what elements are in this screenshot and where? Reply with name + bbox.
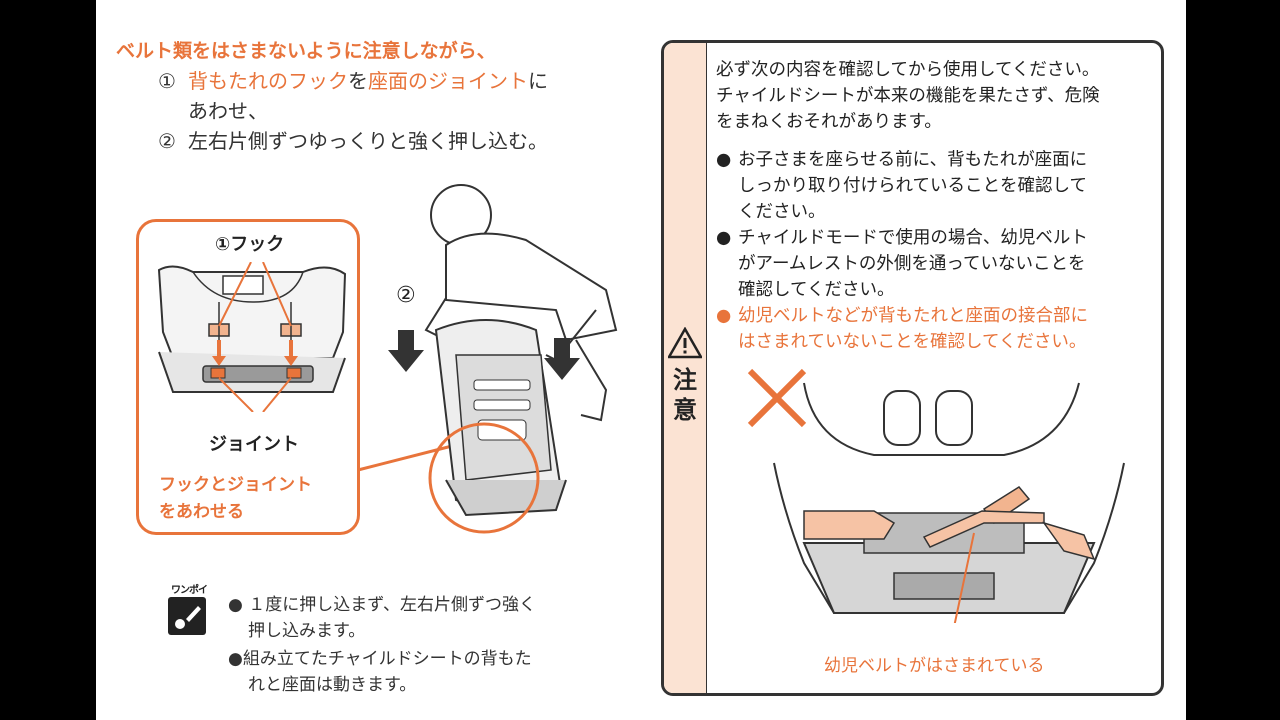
tip-bullet-2-line2: れと座面は動きます。 (248, 675, 417, 695)
hook-joint-illustration (157, 262, 347, 412)
hook-joint-detail-inset: ①フック ジョイント フックとジョイント をあわせる (136, 219, 360, 535)
step-2-number: ② (158, 129, 176, 153)
step-1-hook-term: 背もたれのフック (188, 69, 348, 93)
align-instruction-line1: フックとジョイント (159, 475, 312, 495)
caution-item-1-bullet: ● (716, 150, 732, 170)
caution-item-1-line1: ●お子さまを座らせる前に、背もたれが座面に (716, 147, 1087, 173)
instruction-heading: ベルト類をはさまないように注意しながら、 (116, 40, 496, 62)
caution-intro-line2: チャイルドシートが本来の機能を果たさず、危険 (716, 86, 1100, 106)
step-1-joint-term: 座面のジョイント (368, 69, 528, 93)
warning-triangle-icon (668, 327, 702, 359)
step-1-particle-wo: を (348, 69, 368, 93)
caution-sidebar: 注 意 (664, 43, 707, 693)
caution-item-3-line1: ●幼児ベルトなどが背もたれと座面の接合部に (716, 303, 1088, 329)
person-assembling-seat-illustration (388, 184, 618, 534)
caution-intro-line1: 必ず次の内容を確認してから使用してください。 (716, 60, 1100, 80)
caution-label-char1: 注 (673, 366, 697, 394)
caution-label-char2: 意 (673, 396, 697, 424)
step-1-number: ① (158, 69, 176, 93)
tip-bullet-2-line1: ●組み立てたチャイルドシートの背もた (228, 649, 532, 669)
tip-pencil-icon (168, 597, 206, 635)
step-1: ① 背もたれのフックを座面のジョイントに (158, 66, 548, 96)
caution-item-2-line1: ●チャイルドモードで使用の場合、幼児ベルト (716, 225, 1088, 251)
caution-box: 注 意 必ず次の内容を確認してから使用してください。 チャイルドシートが本来の機… (661, 40, 1164, 696)
step-2: ② 左右片側ずつゆっくりと強く押し込む。 (158, 126, 548, 156)
align-instruction-line2: をあわせる (159, 502, 244, 522)
caution-item-3-line2: はさまれていないことを確認してください。 (738, 332, 1087, 352)
tip-bullet-1-line1: ● １度に押し込まず、左右片側ずつ強く (228, 595, 537, 615)
caution-item-2-bullet: ● (716, 228, 732, 248)
manual-page: ベルト類をはさまないように注意しながら、 ① 背もたれのフックを座面のジョイントに… (96, 0, 1186, 720)
caution-item-2-line3: 確認してください。 (738, 280, 895, 300)
caution-item-1-line2: しっかり取り付けられていることを確認して (738, 176, 1087, 196)
figure-step-marker: ② (396, 283, 416, 308)
caution-intro-line3: をまねくおそれがあります。 (716, 112, 942, 132)
tip-bullet-1-line2: 押し込みます。 (248, 621, 366, 641)
caution-item-1-line3: ください。 (738, 202, 826, 222)
step-1-particle-ni: に (528, 69, 548, 93)
caution-item-2-line2: がアームレストの外側を通っていないことを (738, 254, 1086, 274)
pinched-belt-label: 幼児ベルトがはさまれている (824, 656, 1045, 676)
joint-label: ジョイント (209, 434, 299, 455)
step-1-line2: あわせ、 (188, 99, 268, 123)
hook-label: ①フック (215, 234, 285, 255)
caution-item-3-bullet: ● (716, 306, 732, 326)
step-2-text: 左右片側ずつゆっくりと強く押し込む。 (188, 129, 548, 153)
pinched-belt-illustration (747, 368, 1125, 623)
